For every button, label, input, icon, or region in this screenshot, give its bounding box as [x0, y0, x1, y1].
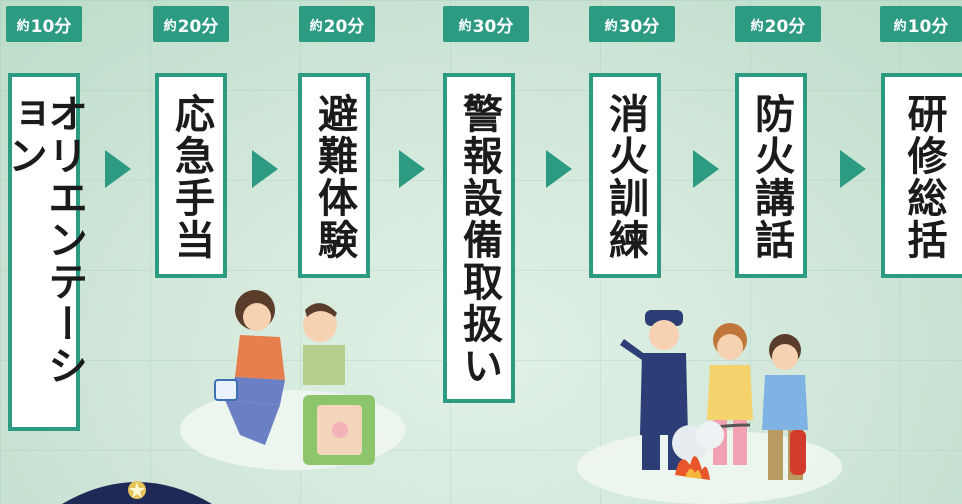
step-title-3: 避難体験 — [311, 93, 357, 261]
arrow-right-icon — [252, 150, 278, 188]
fire-extinguisher-training-illustration — [620, 310, 808, 480]
arrow-right-icon — [105, 150, 131, 188]
step-card-7: 研修総括 — [881, 73, 962, 278]
cap-badge-illustration — [62, 481, 212, 504]
step-card-6: 防火講話 — [735, 73, 807, 278]
arrow-right-icon — [693, 150, 719, 188]
step-card-5: 消火訓練 — [589, 73, 661, 278]
step-title-1: オリエンテーション — [1, 93, 87, 387]
arrow-right-icon — [546, 150, 572, 188]
step-title-5: 消火訓練 — [602, 93, 648, 261]
step-card-3: 避難体験 — [298, 73, 370, 278]
step-card-1: オリエンテーション — [1, 73, 87, 431]
arrow-right-icon — [399, 150, 425, 188]
step-title-7: 研修総括 — [900, 93, 947, 261]
step-title-2: 応急手当 — [168, 93, 214, 261]
step-card-2: 応急手当 — [155, 73, 227, 278]
step-title-4: 警報設備取扱い — [456, 93, 502, 387]
first-aid-illustration — [214, 290, 375, 465]
step-card-4: 警報設備取扱い — [443, 73, 515, 403]
arrow-right-icon — [840, 150, 866, 188]
step-title-6: 防火講話 — [748, 93, 794, 261]
